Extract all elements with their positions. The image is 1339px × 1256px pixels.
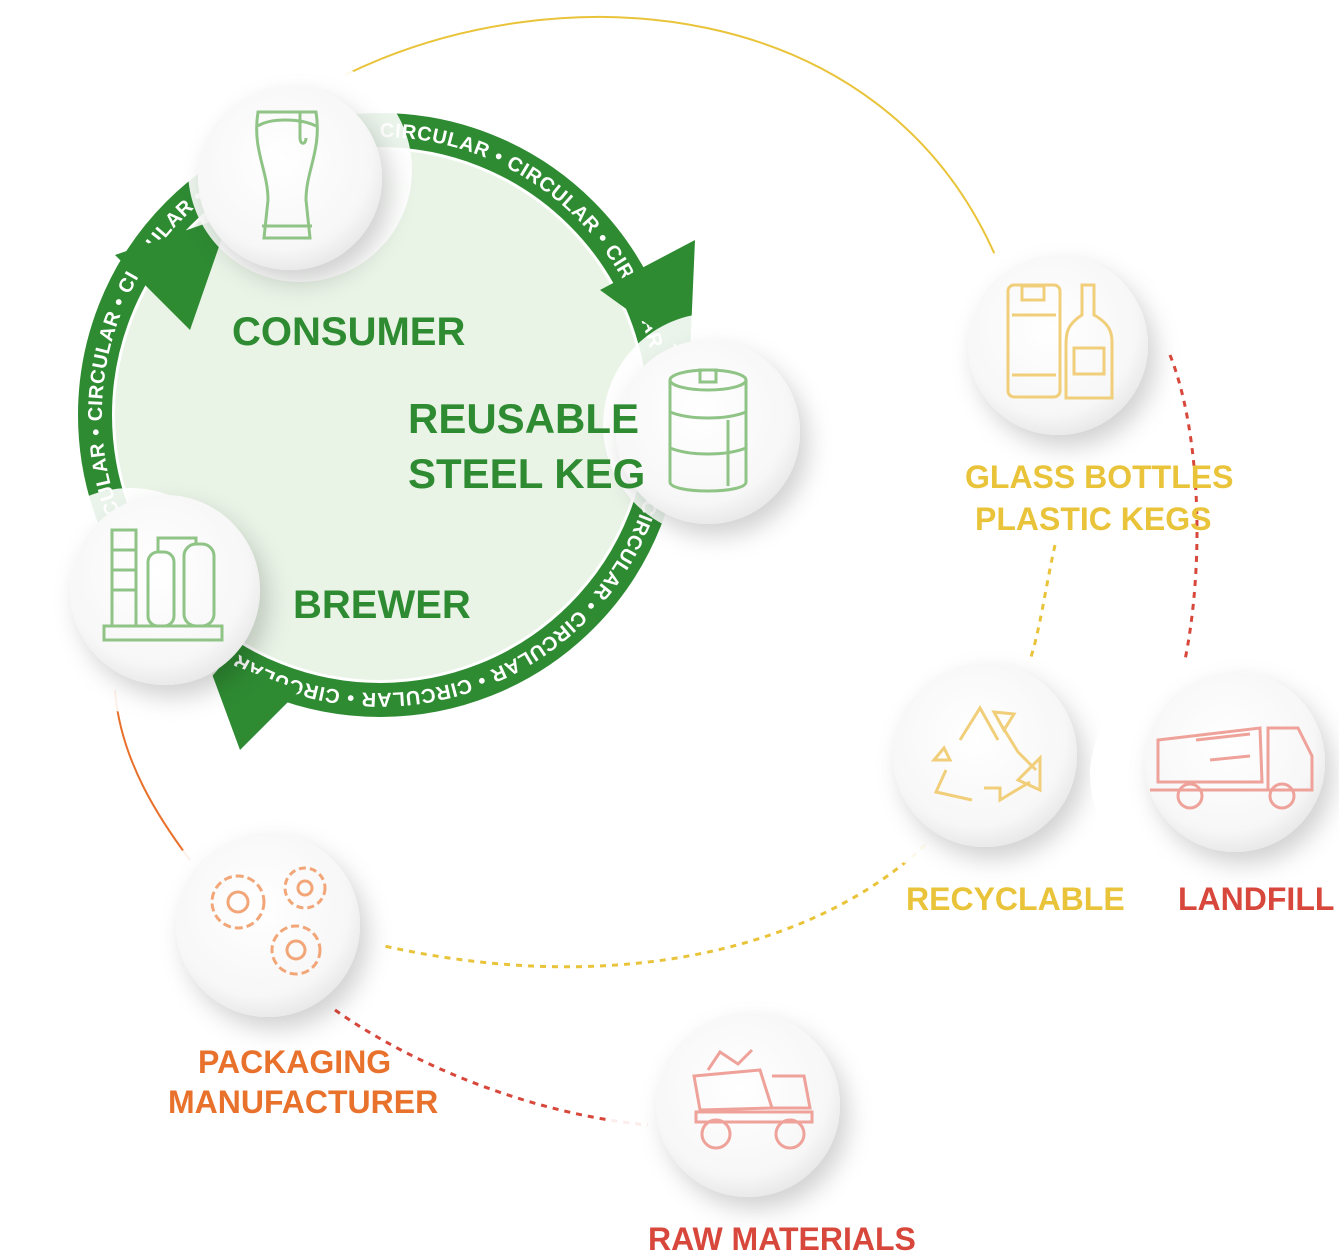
packaging-label-line2: MANUFACTURER	[168, 1084, 438, 1120]
steel-keg-icon	[668, 368, 748, 493]
red-dashed-packaging-to-raw	[334, 1008, 649, 1127]
consumer-label: CONSUMER	[232, 310, 465, 354]
beer-glass-icon	[255, 110, 319, 240]
keg-label-line1: REUSABLE	[408, 395, 639, 442]
node-keg	[603, 313, 827, 537]
yellow-dashed-glass-to-recyclable	[1028, 544, 1057, 661]
arrow-head-to-consumer	[115, 215, 230, 330]
node-glass	[915, 250, 1148, 460]
plastic-keg-and-bottle-icon	[1006, 283, 1114, 400]
recycle-icon	[930, 705, 1042, 803]
raw-materials-label: RAW MATERIALS	[648, 1221, 916, 1256]
landfill-label: LANDFILL	[1178, 881, 1334, 917]
node-recyclable	[842, 657, 1077, 873]
glass-label-line1: GLASS BOTTLES	[965, 459, 1233, 495]
arrow-head-to-brewer	[205, 655, 300, 750]
node-raw-materials	[608, 1013, 840, 1235]
gears-icon	[210, 866, 327, 976]
orange-line-brewer-to-packaging	[114, 689, 191, 861]
yellow-dashed-recyclable-to-packaging	[379, 843, 927, 969]
node-packaging	[127, 833, 360, 1053]
packaging-label-line1: PACKAGING	[198, 1044, 391, 1080]
keg-label-line2: STEEL KEG	[408, 450, 645, 497]
garbage-truck-icon	[1150, 726, 1314, 810]
yellow-arc-consumer-to-glass	[344, 16, 996, 256]
dump-truck-icon	[692, 1048, 814, 1150]
node-landfill	[1090, 672, 1325, 875]
node-brewer	[18, 488, 260, 712]
glass-label-line2: PLASTIC KEGS	[975, 501, 1211, 537]
recyclable-label: RECYCLABLE	[906, 881, 1125, 917]
node-consumer	[188, 58, 412, 282]
brewer-label: BREWER	[293, 583, 471, 627]
brewery-icon	[102, 528, 224, 642]
red-dashed-glass-to-landfill	[1168, 354, 1199, 661]
